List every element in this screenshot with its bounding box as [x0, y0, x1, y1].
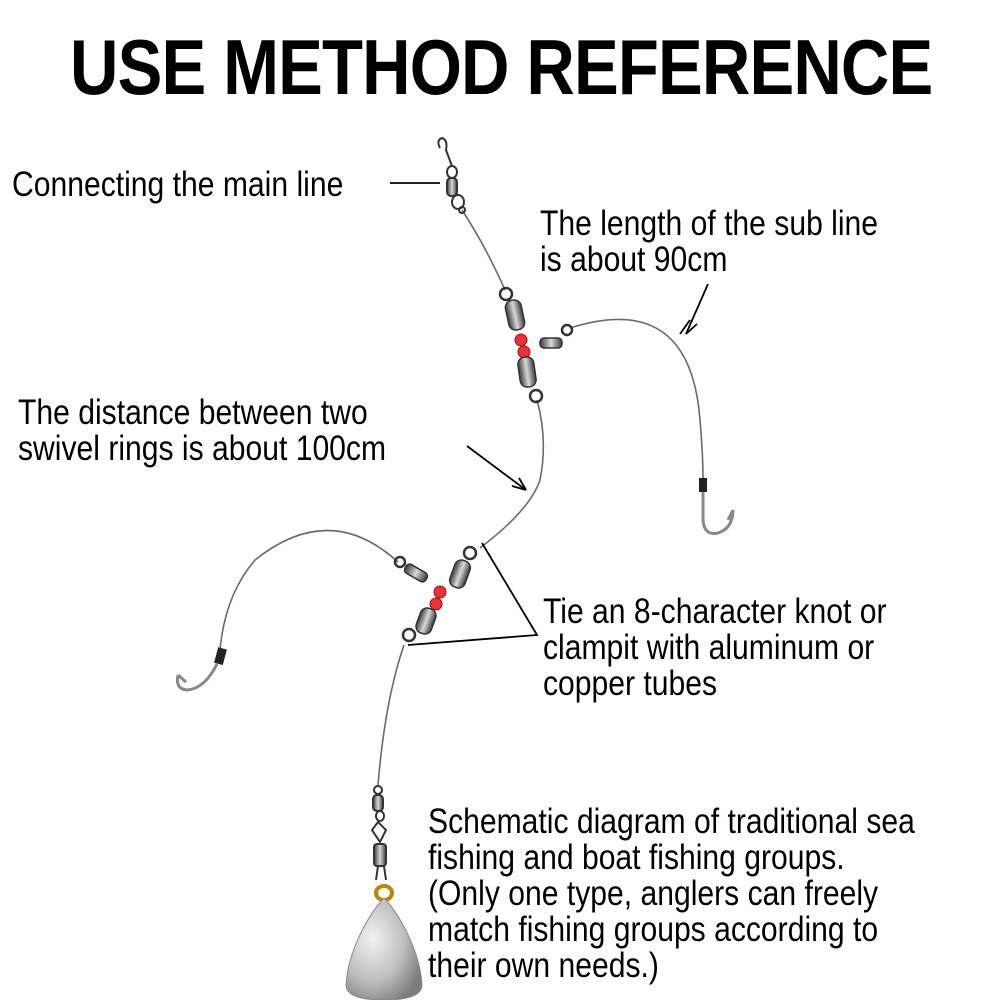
snap-swivel-icon — [437, 136, 466, 214]
arrowhead-distance — [511, 477, 527, 491]
sinker-snap-icon — [370, 785, 388, 881]
label-knot: Tie an 8-character knot or clampit with … — [543, 594, 887, 702]
label-distance-1: The distance between two — [18, 393, 368, 432]
label-schematic: Schematic diagram of traditional sea fis… — [428, 804, 915, 984]
label-knot-3: copper tubes — [543, 664, 718, 703]
callout-knot — [407, 542, 539, 646]
sub-line-lower — [219, 529, 399, 651]
label-sub-line-2: is about 90cm — [540, 240, 728, 279]
label-schematic-1: Schematic diagram of traditional sea — [428, 802, 915, 841]
sub-line-upper — [569, 318, 704, 481]
callout-sub-line — [685, 283, 709, 335]
hook-icon — [176, 647, 227, 692]
label-schematic-4: match fishing groups according to — [428, 910, 879, 949]
three-way-swivel-icon — [498, 286, 574, 404]
label-distance: The distance between two swivel rings is… — [18, 395, 386, 467]
label-main-line: Connecting the main line — [12, 165, 344, 204]
label-schematic-5: their own needs.) — [428, 946, 659, 985]
label-sub-line-1: The length of the sub line — [540, 204, 879, 243]
hook-icon — [699, 478, 735, 535]
callout-distance — [466, 445, 527, 491]
label-knot-2: clampit with aluminum or — [543, 628, 875, 667]
three-way-swivel-icon — [393, 545, 478, 643]
label-sub-line: The length of the sub line is about 90cm — [540, 206, 878, 278]
sinker-icon — [345, 884, 423, 1000]
main-line — [377, 209, 545, 786]
label-distance-2: swivel rings is about 100cm — [18, 429, 387, 468]
arrowhead-sub-line — [679, 319, 698, 335]
label-schematic-2: fishing and boat fishing groups. — [428, 838, 845, 877]
page-title: USE METHOD REFERENCE — [70, 23, 933, 111]
label-knot-1: Tie an 8-character knot or — [543, 592, 887, 631]
callout-lines — [390, 182, 709, 646]
label-schematic-3: (Only one type, anglers can freely — [428, 874, 879, 913]
